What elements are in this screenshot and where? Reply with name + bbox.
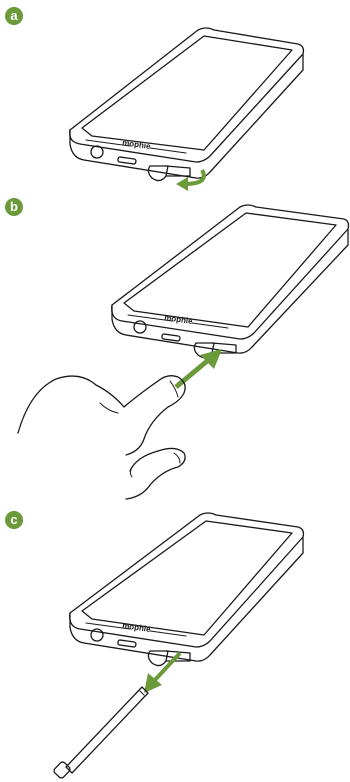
step-c: c mophie (0, 505, 350, 782)
rotate-arrow-head (176, 177, 188, 191)
brand-label-c: mophie (122, 621, 152, 634)
step-b: b mophie (0, 195, 350, 510)
phone-case-illustration-b: mophie (0, 195, 350, 510)
brand-label-b: mophie (164, 313, 194, 326)
brand-label-a: mophie (122, 138, 152, 151)
stylus-illustration (53, 687, 148, 779)
hand-illustration (18, 376, 185, 499)
phone-case-illustration-c: mophie (0, 505, 350, 782)
